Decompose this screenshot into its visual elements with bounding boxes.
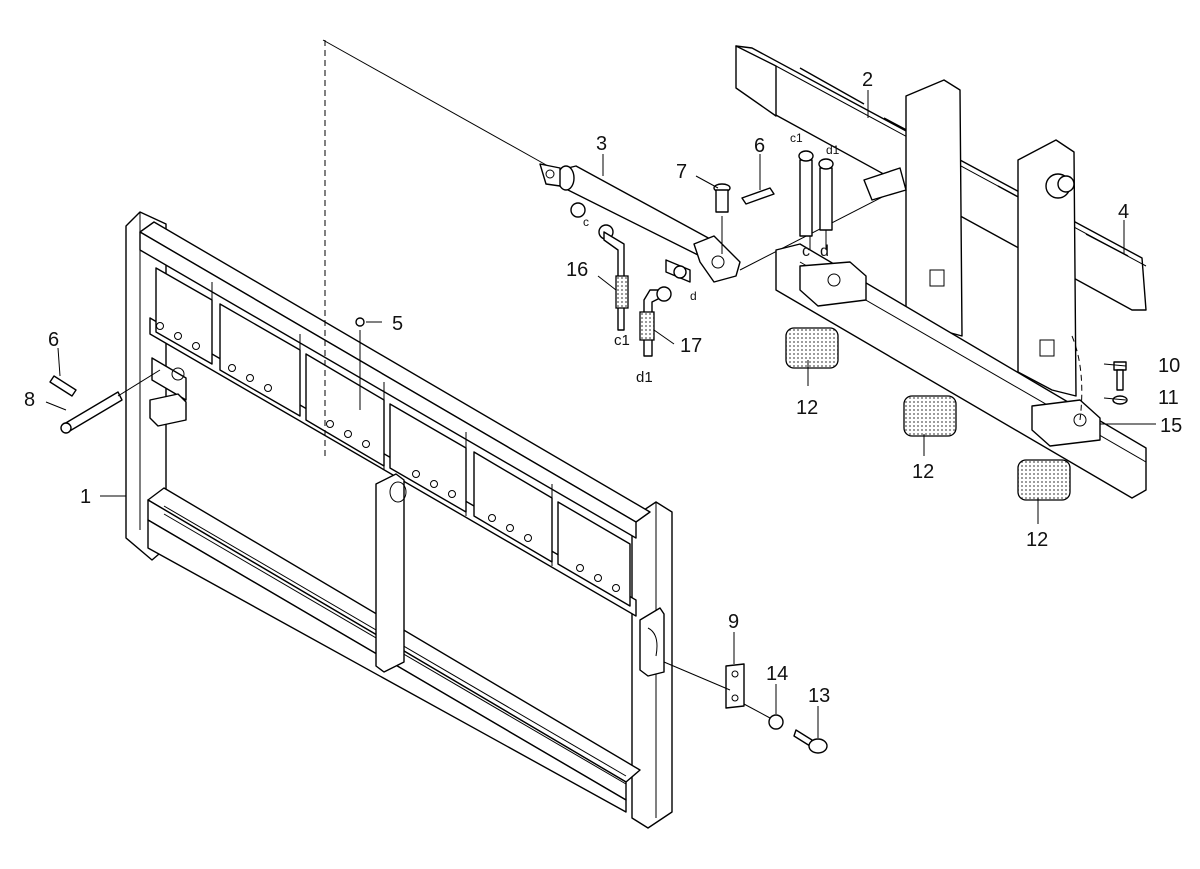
washer-11 bbox=[1112, 395, 1128, 405]
callout-3: 3 bbox=[596, 133, 607, 155]
washer-14 bbox=[768, 714, 784, 730]
callout-2: 2 bbox=[862, 69, 873, 91]
clip-6-right bbox=[741, 187, 775, 205]
port-label-c-cylinder: c bbox=[583, 215, 589, 229]
pin-8 bbox=[60, 391, 123, 434]
port-label-d-cylinder: d bbox=[690, 289, 697, 303]
frame-holes bbox=[156, 322, 620, 592]
hose-17 bbox=[639, 286, 672, 357]
callout-14: 14 bbox=[766, 663, 788, 685]
callout-13: 13 bbox=[808, 685, 830, 707]
port-label-d-carriage: d bbox=[820, 243, 829, 260]
port-label-c1-carriage: c1 bbox=[790, 131, 803, 145]
callout-1: 1 bbox=[80, 486, 91, 508]
wear-pad-12c bbox=[1017, 459, 1071, 501]
callout-6-left: 6 bbox=[48, 329, 59, 351]
callout-5: 5 bbox=[392, 313, 403, 335]
hydraulic-cylinder bbox=[539, 163, 741, 283]
hose-16 bbox=[603, 231, 629, 331]
callout-12-b: 12 bbox=[912, 461, 934, 483]
carriage-assembly bbox=[735, 45, 1147, 499]
callout-12-c: 12 bbox=[1026, 529, 1048, 551]
retainer-plate-9 bbox=[725, 663, 745, 709]
bolt-13 bbox=[793, 729, 828, 754]
sideshift-frame bbox=[125, 211, 673, 829]
callout-16: 16 bbox=[566, 259, 588, 281]
port-label-d1-hose: d1 bbox=[636, 369, 653, 386]
callout-8: 8 bbox=[24, 389, 35, 411]
callout-9: 9 bbox=[728, 611, 739, 633]
callout-15: 15 bbox=[1160, 415, 1182, 437]
leader-lines bbox=[45, 90, 1156, 738]
port-label-c1-hose: c1 bbox=[614, 332, 630, 349]
port-label-c-carriage: c bbox=[802, 243, 810, 260]
callout-7: 7 bbox=[676, 161, 687, 183]
callout-12-a: 12 bbox=[796, 397, 818, 419]
carriage-fittings bbox=[798, 150, 834, 250]
callout-10: 10 bbox=[1158, 355, 1180, 377]
callout-17: 17 bbox=[680, 335, 702, 357]
clip-6-left bbox=[49, 375, 77, 397]
port-label-d1-carriage: d1 bbox=[826, 143, 840, 157]
pin-7 bbox=[713, 183, 731, 213]
wear-pad-12b bbox=[903, 395, 957, 437]
grease-nipple-5 bbox=[355, 317, 365, 327]
callout-6-right: 6 bbox=[754, 135, 765, 157]
wear-pad-12a bbox=[785, 327, 839, 369]
callout-4: 4 bbox=[1118, 201, 1129, 223]
callout-11: 11 bbox=[1158, 387, 1179, 409]
